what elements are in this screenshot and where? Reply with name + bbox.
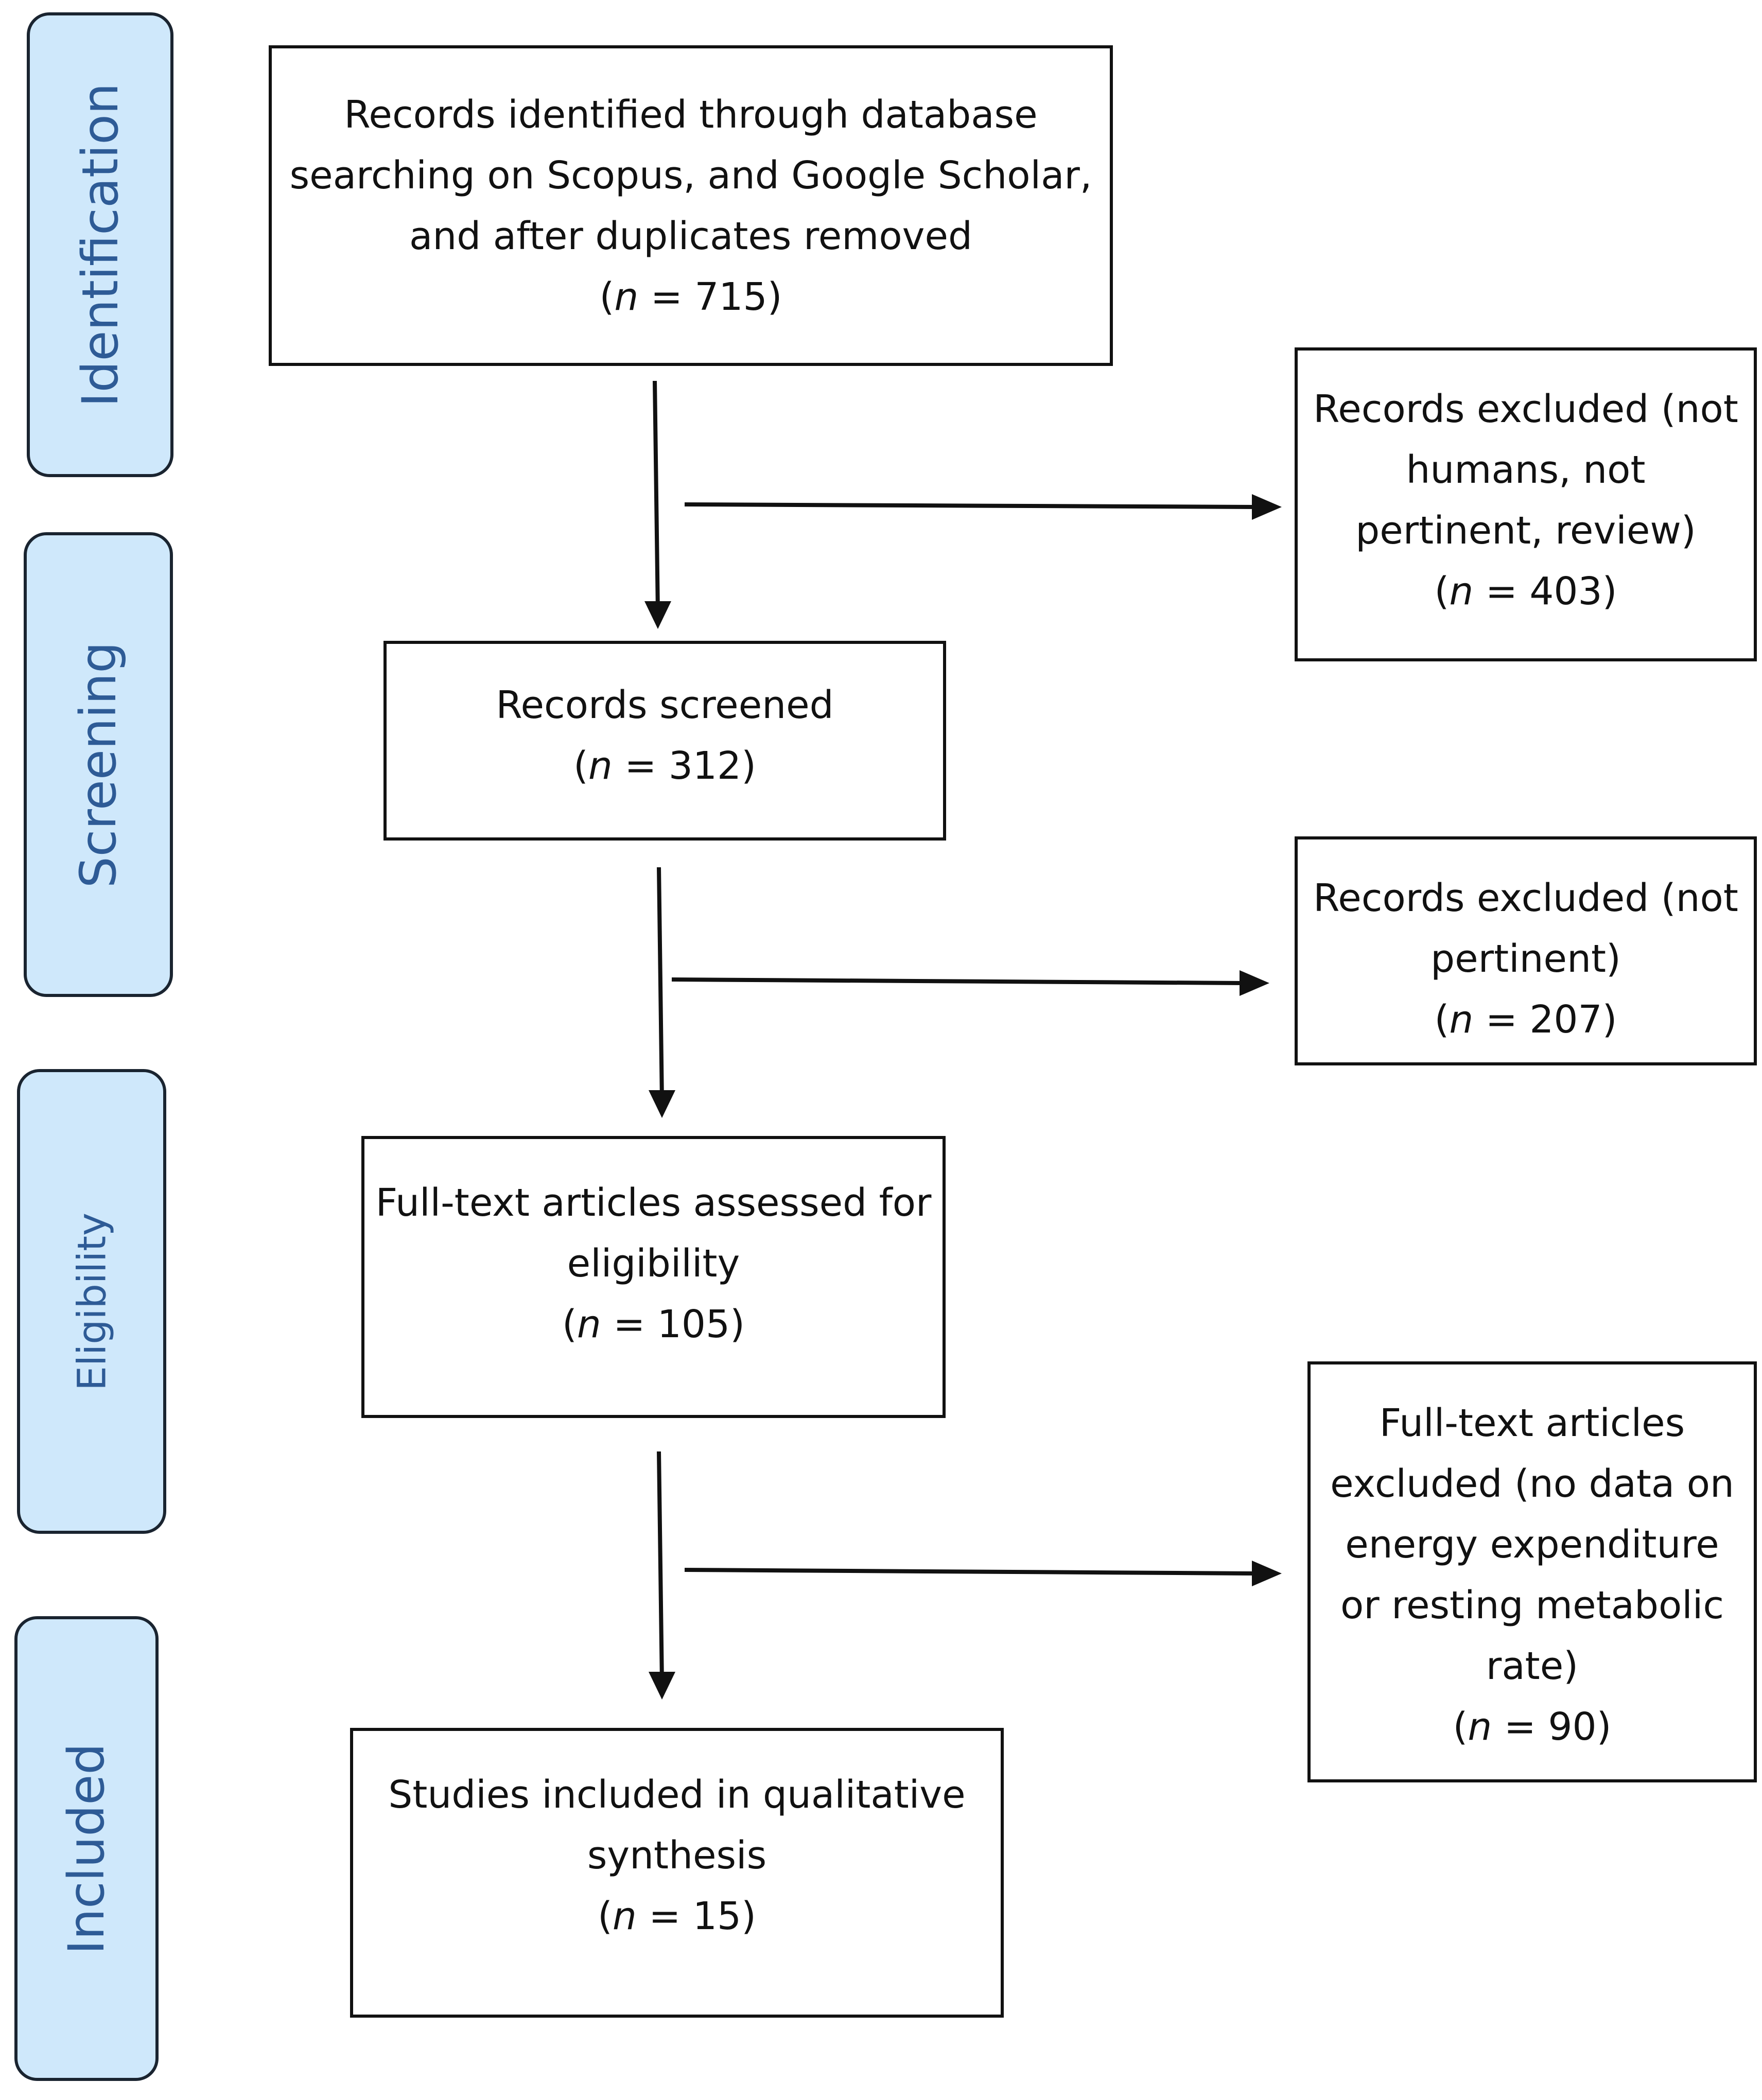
box-line: excluded (no data on [1330,1462,1734,1506]
stage-identification: Identification [27,12,173,477]
arrow-down-2 [657,867,664,1102]
box-line: searching on Scopus, and Google Scholar, [289,153,1092,198]
n-symbol: n [1468,1705,1492,1749]
n-symbol: n [1449,569,1474,614]
arrow-down-1-head [644,601,671,629]
n-symbol: n [612,1894,637,1938]
box-count: (n = 207) [1434,997,1617,1042]
box-count: (n = 312) [573,744,756,788]
records-excluded-box-1: Records excluded (not humans, not pertin… [1295,347,1757,661]
arrow-down-3 [657,1451,664,1684]
n-symbol: n [1449,997,1474,1042]
n-symbol: n [577,1302,601,1346]
box-line: Full-text articles [1379,1401,1685,1445]
box-count: (n = 105) [562,1302,745,1346]
box-line: rate) [1486,1644,1579,1688]
arrow-right-3-head [1252,1561,1282,1586]
box-count: (n = 90) [1453,1705,1612,1749]
records-excluded-box-2: Records excluded (not pertinent) (n = 20… [1295,836,1757,1065]
n-symbol: n [614,275,639,319]
arrow-right-1-head [1252,494,1282,520]
box-line: Full-text articles assessed for [375,1181,932,1225]
arrow-down-1 [653,380,660,613]
n-value: = 90 [1504,1705,1597,1749]
box-line: and after duplicates removed [409,214,972,258]
box-line: Studies included in qualitative [388,1773,966,1817]
stage-included: Included [14,1616,159,2081]
fulltext-assessed-box: Full-text articles assessed for eligibil… [361,1136,946,1418]
fulltext-excluded-box: Full-text articles excluded (no data on … [1307,1361,1757,1782]
box-line: pertinent, review) [1355,509,1696,553]
box-line: Records identified through database [344,93,1038,137]
n-value: = 207 [1485,997,1602,1042]
box-count: (n = 715) [599,275,782,319]
n-value: = 15 [649,1894,742,1938]
stage-eligibility: Eligibility [17,1069,166,1534]
box-count: (n = 403) [1434,569,1617,614]
box-line: energy expenditure [1345,1522,1719,1567]
box-line: Records excluded (not [1313,876,1738,920]
box-line: synthesis [587,1833,767,1878]
box-count: (n = 15) [598,1894,756,1938]
box-line: humans, not [1406,448,1646,492]
arrow-down-2-head [649,1090,675,1118]
n-value: = 715 [650,275,767,319]
stage-screening: Screening [24,532,173,997]
box-line: Records excluded (not [1313,387,1738,431]
arrow-right-1 [684,502,1257,509]
box-line: eligibility [567,1241,740,1286]
records-screened-box: Records screened (n = 312) [383,641,946,841]
n-symbol: n [588,744,613,788]
n-value: = 312 [624,744,742,788]
arrow-right-2-head [1240,970,1269,996]
studies-included-box: Studies included in qualitative synthesi… [350,1728,1004,2018]
records-identified-box: Records identified through database sear… [269,45,1113,366]
n-value: = 105 [613,1302,730,1346]
box-line: Records screened [496,683,834,727]
box-line: or resting metabolic [1340,1583,1724,1627]
arrow-down-3-head [649,1672,675,1700]
arrow-right-2 [671,977,1244,985]
box-line: pertinent) [1430,937,1621,981]
n-value: = 403 [1485,569,1602,614]
arrow-right-3 [684,1568,1257,1576]
